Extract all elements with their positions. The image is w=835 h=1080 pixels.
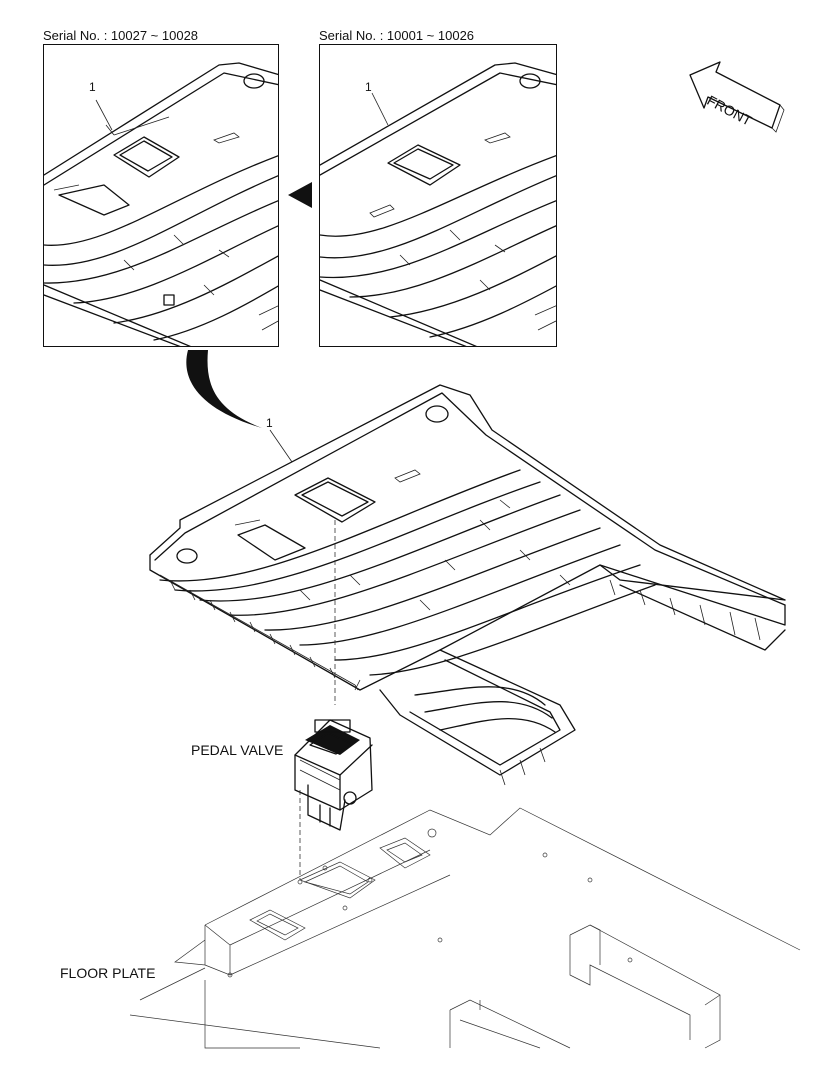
floor-mat-detail-drawing-left	[44, 62, 278, 346]
pedal-valve-label: PEDAL VALVE	[191, 742, 284, 758]
serial-label-right: Serial No. : 10001 ~ 10026	[319, 28, 475, 43]
detail-panel-left: 1	[43, 44, 279, 347]
floor-mat-detail-drawing-right	[320, 62, 556, 346]
front-label: FRONT	[704, 92, 755, 129]
detail-panel-right: 1	[319, 44, 557, 347]
callout-number-right: 1	[365, 80, 372, 94]
floor-plate-label: FLOOR PLATE	[60, 965, 156, 981]
callout-number-main: 1	[266, 416, 273, 430]
callout-number-left: 1	[89, 80, 96, 94]
serial-label-left: Serial No. : 10027 ~ 10028	[43, 28, 199, 43]
